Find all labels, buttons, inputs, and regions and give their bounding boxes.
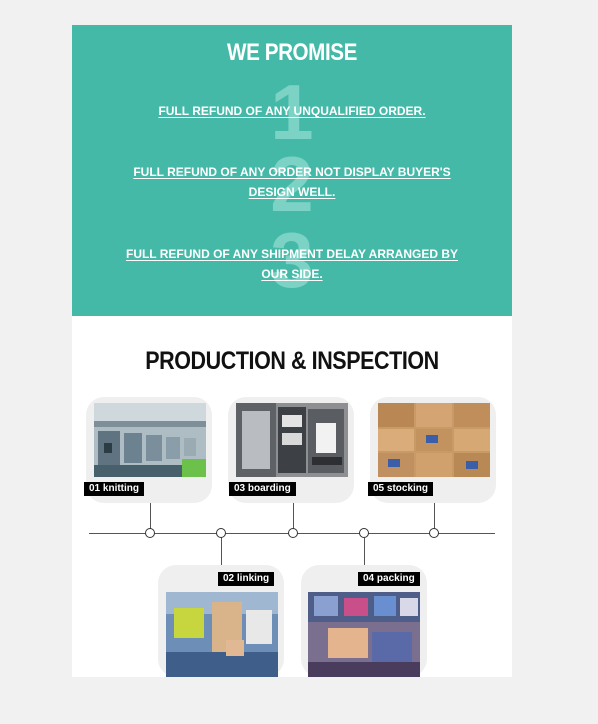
- packing-photo[interactable]: [308, 592, 420, 677]
- timeline-dot-2: [216, 528, 226, 538]
- stocking-photo[interactable]: [378, 403, 490, 477]
- stocking-image: [378, 403, 490, 477]
- packing-image: [308, 592, 420, 677]
- connector-5: [434, 503, 435, 529]
- boarding-photo[interactable]: [236, 403, 348, 477]
- promise-title: WE PROMISE: [227, 39, 357, 66]
- boarding-image: [236, 403, 348, 477]
- promise-number-2: 2: [270, 140, 314, 228]
- step-label-stocking: 05 stocking: [368, 482, 434, 496]
- promise-item-2[interactable]: FULL REFUND OF ANY ORDER NOT DISPLAY BUY…: [133, 165, 451, 199]
- promise-number-1: 1: [270, 68, 314, 156]
- timeline-dot-3: [288, 528, 298, 538]
- timeline-dot-4: [359, 528, 369, 538]
- step-label-linking: 02 linking: [218, 572, 275, 586]
- linking-image: [166, 592, 278, 677]
- timeline-dot-5: [429, 528, 439, 538]
- product-detail-card: WE PROMISE 1 FULL REFUND OF ANY UNQUALIF…: [72, 25, 512, 677]
- connector-2: [221, 537, 222, 565]
- production-title: PRODUCTION & INSPECTION: [145, 347, 439, 375]
- connector-1: [150, 503, 151, 529]
- promise-item-1[interactable]: FULL REFUND OF ANY UNQUALIFIED ORDER.: [158, 104, 426, 118]
- knitting-image: [94, 403, 206, 477]
- step-label-packing: 04 packing: [358, 572, 420, 586]
- knitting-photo[interactable]: [94, 403, 206, 477]
- step-label-boarding: 03 boarding: [229, 482, 296, 496]
- promise-banner: WE PROMISE 1 FULL REFUND OF ANY UNQUALIF…: [72, 25, 512, 316]
- promise-item-3[interactable]: FULL REFUND OF ANY SHIPMENT DELAY ARRANG…: [125, 247, 459, 281]
- timeline-dot-1: [145, 528, 155, 538]
- linking-photo[interactable]: [166, 592, 278, 677]
- promise-number-3: 3: [270, 216, 314, 304]
- step-label-knitting: 01 knitting: [84, 482, 145, 496]
- connector-4: [364, 537, 365, 565]
- connector-3: [293, 503, 294, 529]
